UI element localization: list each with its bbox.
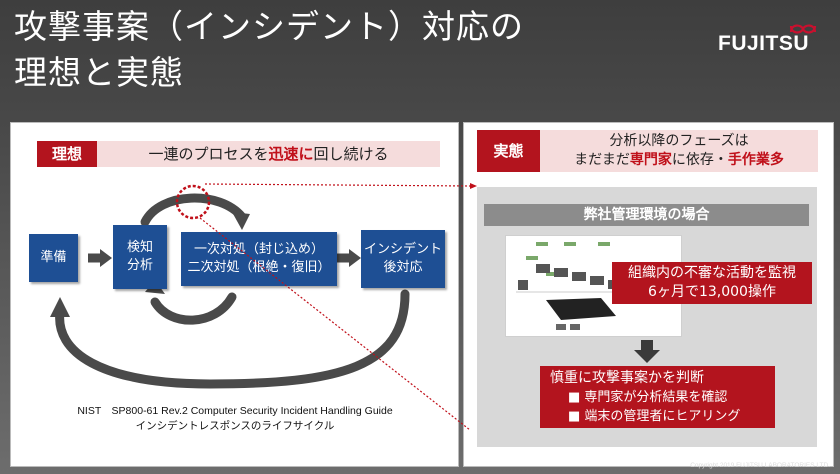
fujitsu-logo: FUJITSU <box>718 22 828 55</box>
ideal-tag: 理想 <box>37 141 97 167</box>
title-line-1: 攻撃事案（インシデント）対応の <box>14 7 524 46</box>
slide-title: 攻撃事案（インシデント）対応の 理想と実態 <box>14 4 524 96</box>
infinity-mark-icon <box>789 24 817 34</box>
reality-tag: 実態 <box>477 130 540 172</box>
reality-highlight-expert: 専門家 <box>629 152 672 168</box>
reality-text-a: まだまだ <box>574 152 630 168</box>
judgement-item: ■ 端末の管理者にヒアリング <box>568 409 741 424</box>
step-prepare-label: 準備 <box>40 250 67 265</box>
step-post-incident: インシデント 後対応 <box>361 230 445 288</box>
ideal-headline-text-end: 回し続ける <box>313 145 389 163</box>
case-header: 弊社管理環境の場合 <box>484 204 809 226</box>
reality-text-c: に依存・ <box>671 152 728 168</box>
judgement-item-1: 専門家が分析結果を確認 <box>584 390 728 405</box>
reality-highlight-manual: 手作業多 <box>727 152 784 168</box>
copyright: Copyright 2019 FUJITSU LABORATORIES LTD. <box>690 462 830 469</box>
ideal-headline-highlight: 迅速に <box>268 145 314 163</box>
monitoring-line1: 組織内の不審な活動を監視 <box>628 265 796 281</box>
monitoring-line2: 6ヶ月で13,000操作 <box>648 284 776 300</box>
caption-line-1: NIST SP800-61 Rev.2 Computer Security In… <box>77 405 393 417</box>
arc-post-to-prepare <box>55 289 410 389</box>
step-post-line2: 後対応 <box>383 260 423 275</box>
step-containment: 一次対処（封じ込め） 二次対処（根絶・復旧） <box>181 232 337 286</box>
title-line-2: 理想と実態 <box>14 53 184 92</box>
source-caption: NIST SP800-61 Rev.2 Computer Security In… <box>20 403 450 433</box>
logo-text: FUJITSU <box>718 32 810 55</box>
arc-contain-to-detect <box>150 292 237 325</box>
down-arrow-icon <box>634 340 660 363</box>
arc-detect-to-contain <box>140 193 247 227</box>
arrowhead-icon <box>232 212 250 230</box>
focus-circle <box>175 184 211 220</box>
judgement-item: ■ 専門家が分析結果を確認 <box>568 390 728 405</box>
arrowhead-icon <box>349 249 361 267</box>
step-containment-line2: 二次対処（根絶・復旧） <box>187 260 331 275</box>
judgement-box: 慎重に攻撃事案かを判断 ■ 専門家が分析結果を確認 ■ 端末の管理者にヒアリング <box>540 366 775 428</box>
lifecycle-arrows <box>50 184 410 389</box>
monitoring-callout: 組織内の不審な活動を監視 6ヶ月で13,000操作 <box>612 262 812 304</box>
judgement-title: 慎重に攻撃事案かを判断 <box>550 370 704 386</box>
step-detect-analyze: 検知 分析 <box>113 225 167 289</box>
reality-headline-line2: まだまだ専門家に依存・手作業多 <box>540 151 818 170</box>
caption-line-2: インシデントレスポンスのライフサイクル <box>135 420 335 432</box>
step-post-line1: インシデント <box>363 242 442 257</box>
arrowhead-icon <box>100 249 112 267</box>
step-analyze-label: 分析 <box>126 258 153 273</box>
arrowhead-icon <box>50 297 70 317</box>
ideal-headline-text: 一連のプロセスを <box>148 145 269 163</box>
step-detect-label: 検知 <box>126 240 153 255</box>
reality-headline-line1: 分析以降のフェーズは <box>609 133 749 149</box>
step-prepare: 準備 <box>29 234 78 282</box>
judgement-item-2: 端末の管理者にヒアリング <box>584 409 741 424</box>
step-containment-line1: 一次対処（封じ込め） <box>193 242 324 257</box>
ideal-headline: 一連のプロセスを迅速に回し続ける <box>97 141 440 167</box>
reality-headline: 分析以降のフェーズは まだまだ専門家に依存・手作業多 <box>540 130 818 172</box>
